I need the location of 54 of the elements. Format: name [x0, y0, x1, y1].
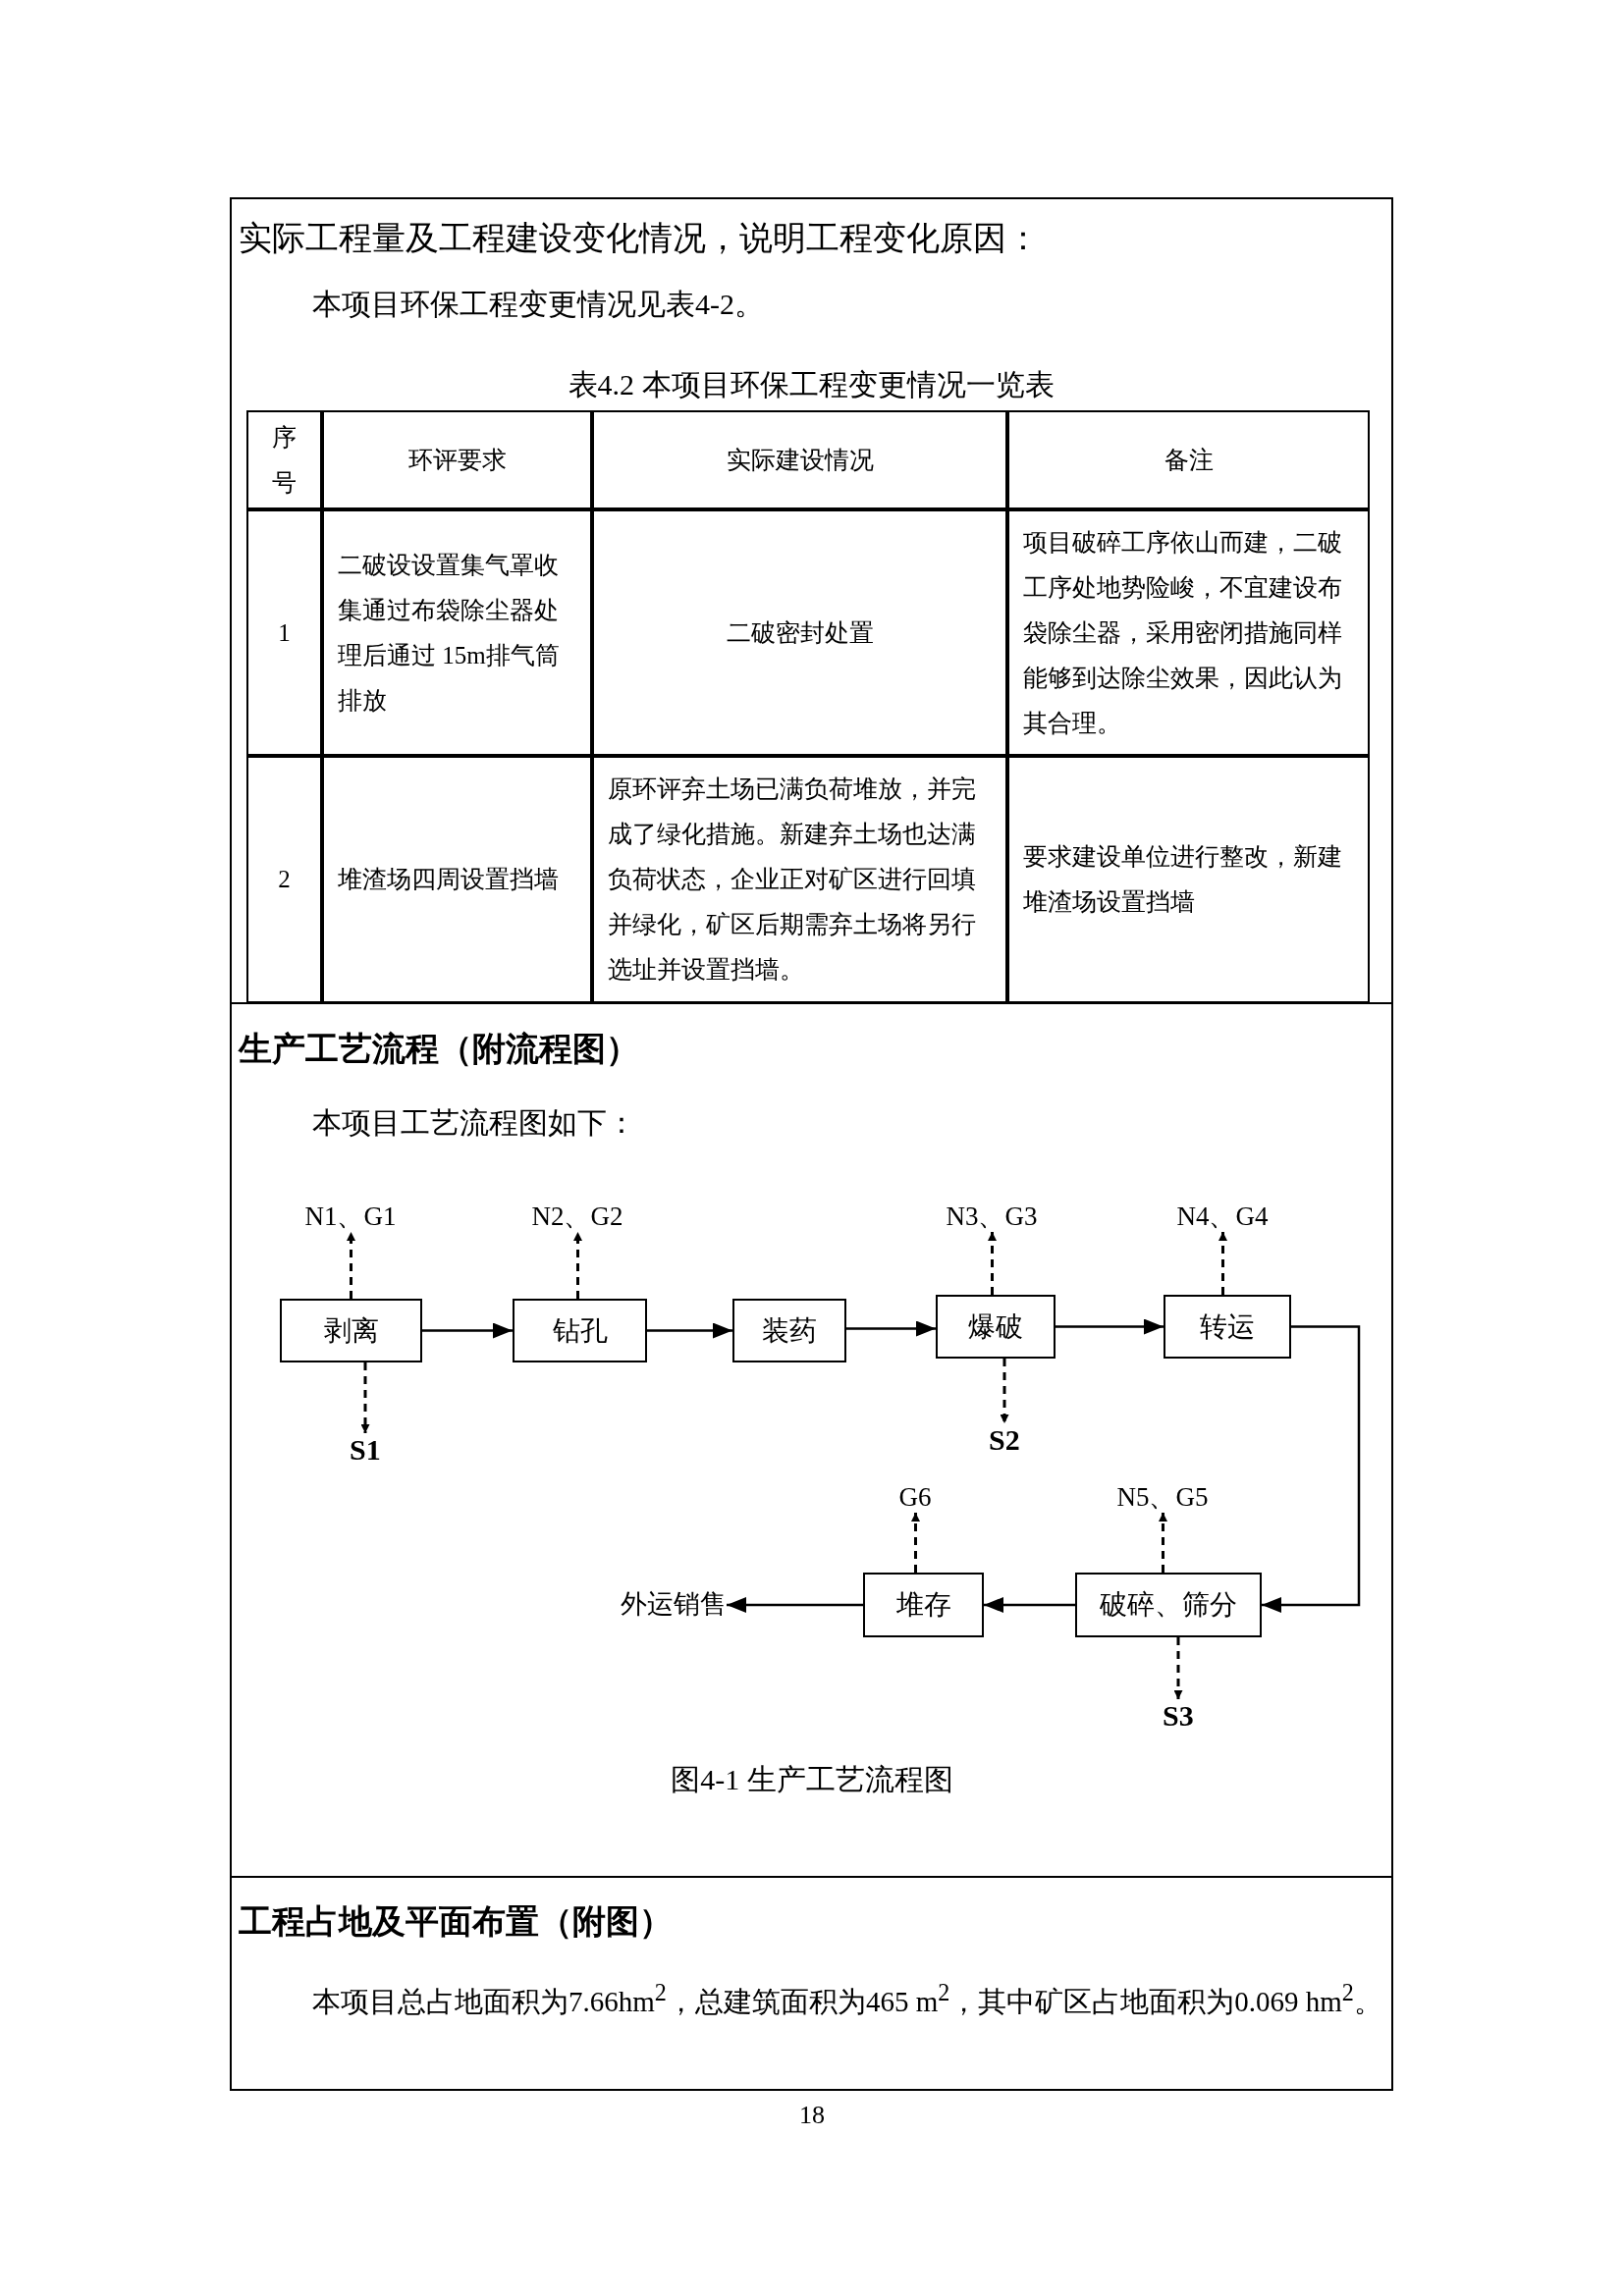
- process-box: 破碎、筛分: [1075, 1573, 1262, 1637]
- arrow: [422, 1322, 513, 1339]
- process-box: 堆存: [863, 1573, 984, 1637]
- section-heading: 工程占地及平面布置（附图）: [239, 1902, 673, 1942]
- arrow: [727, 1597, 863, 1613]
- emission-label: S1: [350, 1432, 381, 1466]
- table-cell: 堆渣场四周设置挡墙: [322, 756, 592, 1003]
- arrow: [647, 1322, 732, 1339]
- table-header-cell: 序号: [246, 410, 322, 509]
- arrow: [1262, 1325, 1361, 1613]
- table-cell: 2: [246, 756, 322, 1003]
- dashed-arrow: [360, 1362, 370, 1433]
- process-box: 爆破: [936, 1295, 1056, 1359]
- table-cell: 要求建设单位进行整改，新建堆渣场设置挡墙: [1007, 756, 1370, 1003]
- table-cell: 1: [246, 509, 322, 756]
- table-header-cell: 实际建设情况: [592, 410, 1007, 509]
- dashed-arrow: [988, 1232, 997, 1295]
- table-caption: 表4.2 本项目环保工程变更情况一览表: [567, 367, 1056, 402]
- emission-label: N1、G1: [304, 1202, 397, 1232]
- emission-label: N5、G5: [1116, 1483, 1209, 1513]
- paragraph: 本项目工艺流程图如下：: [312, 1105, 636, 1141]
- process-box: 剥离: [280, 1299, 422, 1362]
- table-cell: 二破密封处置: [592, 509, 1007, 756]
- process-box: 装药: [732, 1299, 846, 1362]
- dashed-arrow: [1218, 1232, 1227, 1295]
- emission-label: G6: [898, 1483, 932, 1513]
- paragraph: 本项目环保工程变更情况见表4-2。: [312, 287, 764, 322]
- emission-label: N4、G4: [1176, 1202, 1269, 1232]
- page-number: 18: [798, 2101, 826, 2130]
- dashed-arrow: [347, 1232, 355, 1299]
- emission-label: S3: [1163, 1698, 1194, 1732]
- arrow: [984, 1597, 1075, 1613]
- dashed-arrow: [1173, 1637, 1183, 1699]
- process-box: 转运: [1164, 1295, 1291, 1359]
- table-cell: 原环评弃土场已满负荷堆放，并完成了绿化措施。新建弃土场也达满负荷状态，企业正对矿区进行回填并绿化，矿区后期需弃土场将另行选址并设置挡墙。: [592, 756, 1007, 1003]
- dashed-arrow: [1159, 1513, 1167, 1573]
- figure-caption: 图4-1 生产工艺流程图: [670, 1762, 954, 1797]
- process-box: 钻孔: [513, 1299, 647, 1362]
- dashed-arrow: [1000, 1359, 1009, 1423]
- section-heading: 生产工艺流程（附流程图）: [239, 1030, 639, 1069]
- emission-label: S2: [989, 1422, 1020, 1456]
- emission-label: N2、G2: [531, 1202, 623, 1232]
- table-header-cell: 备注: [1007, 410, 1370, 509]
- dashed-arrow: [573, 1232, 582, 1299]
- emission-label: N3、G3: [946, 1202, 1038, 1232]
- paragraph: 本项目总占地面积为7.66hm$^{2}$，总建筑面积为465 m$^{2}$，其中矿区占地面积为0.069 hm$^{2}$。: [311, 1978, 1382, 2019]
- arrow: [1056, 1318, 1164, 1335]
- arrow: [846, 1320, 936, 1337]
- table-header-cell: 环评要求: [322, 410, 592, 509]
- table-cell: 二破设设置集气罩收集通过布袋除尘器处理后通过 15m排气筒排放: [322, 509, 592, 756]
- section-heading: 实际工程量及工程建设变化情况，说明工程变化原因：: [239, 219, 1040, 258]
- table-cell: 项目破碎工序依山而建，二破工序处地势险峻，不宜建设布袋除尘器，采用密闭措施同样能够到达除尘效果，因此认为其合理。: [1007, 509, 1370, 756]
- output-label: 外运销售: [621, 1590, 727, 1620]
- dashed-arrow: [911, 1513, 920, 1573]
